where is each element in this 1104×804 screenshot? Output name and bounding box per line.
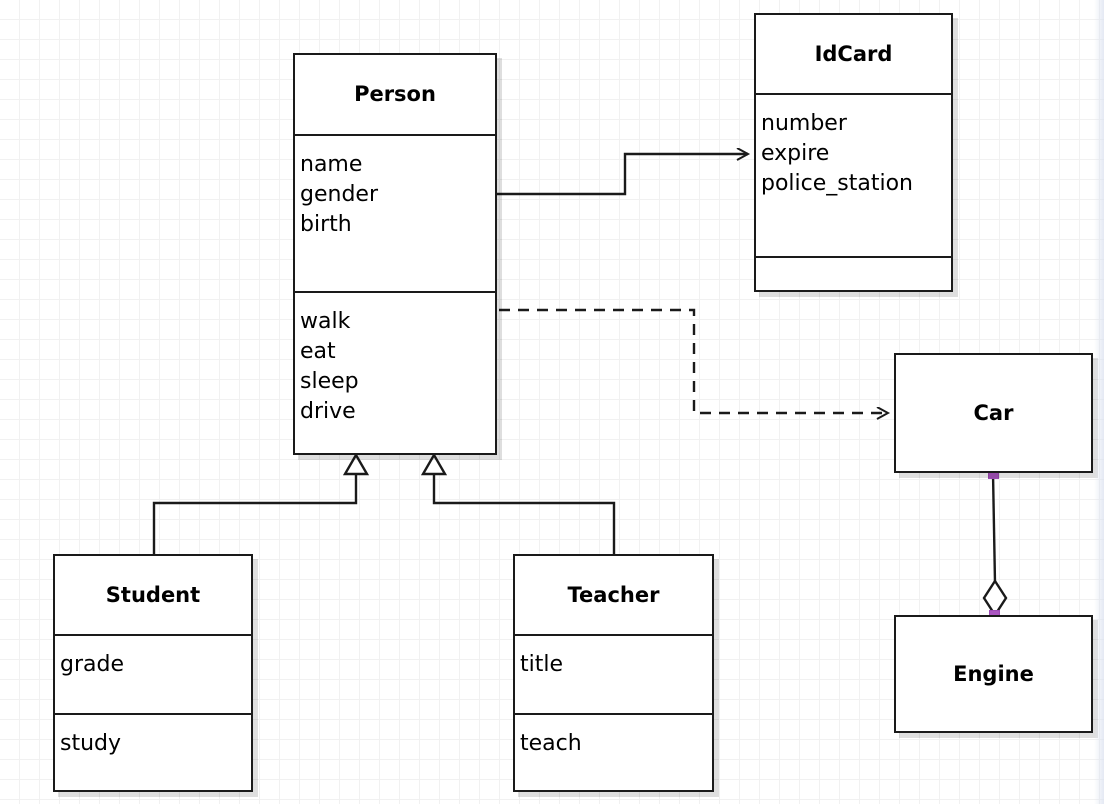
method-item: walk bbox=[300, 309, 351, 334]
methods-compartment-person: walk eat sleep drive bbox=[295, 291, 495, 453]
relationship-student-person[interactable] bbox=[152, 452, 370, 554]
hollow-triangle-icon bbox=[420, 452, 448, 476]
attribute-item: birth bbox=[300, 212, 352, 237]
relationship-teacher-person[interactable] bbox=[420, 452, 616, 554]
class-box-person[interactable]: Person name gender birth walk eat sleep … bbox=[293, 53, 497, 455]
attribute-item: expire bbox=[761, 141, 830, 166]
attributes-compartment-teacher: title bbox=[515, 634, 712, 713]
class-box-idcard[interactable]: IdCard number expire police_station bbox=[754, 13, 953, 292]
class-name-teacher: Teacher bbox=[567, 582, 660, 607]
attribute-item: police_station bbox=[761, 171, 913, 196]
class-box-engine[interactable]: Engine bbox=[894, 615, 1093, 733]
method-item: teach bbox=[520, 731, 582, 756]
class-name-student: Student bbox=[105, 582, 201, 607]
relationship-person-idcard[interactable] bbox=[497, 154, 748, 196]
class-box-teacher[interactable]: Teacher title teach bbox=[513, 554, 714, 792]
class-name-engine: Engine bbox=[953, 661, 1034, 686]
method-item: study bbox=[60, 731, 122, 756]
attributes-compartment-person: name gender birth bbox=[295, 134, 495, 291]
attribute-item: grade bbox=[60, 652, 124, 677]
method-item: sleep bbox=[300, 369, 359, 394]
attribute-item: number bbox=[761, 111, 847, 136]
hollow-triangle-icon bbox=[342, 452, 370, 476]
class-name-idcard: IdCard bbox=[814, 41, 893, 66]
page-edge-tint bbox=[1094, 0, 1104, 804]
relationship-person-car[interactable] bbox=[499, 308, 888, 413]
attribute-item: name bbox=[300, 152, 363, 177]
methods-compartment-teacher: teach bbox=[515, 713, 712, 792]
method-item: drive bbox=[300, 399, 356, 424]
class-box-car[interactable]: Car bbox=[894, 353, 1093, 473]
attributes-compartment-student: grade bbox=[55, 634, 251, 713]
methods-compartment-idcard bbox=[756, 256, 951, 290]
method-item: eat bbox=[300, 339, 336, 364]
relationship-car-engine[interactable] bbox=[982, 472, 1008, 618]
attribute-item: title bbox=[520, 652, 564, 677]
attribute-item: gender bbox=[300, 182, 378, 207]
class-box-student[interactable]: Student grade study bbox=[53, 554, 253, 792]
attributes-compartment-idcard: number expire police_station bbox=[756, 93, 951, 256]
methods-compartment-student: study bbox=[55, 713, 251, 792]
class-name-car: Car bbox=[973, 400, 1014, 425]
class-name-person: Person bbox=[354, 82, 436, 106]
